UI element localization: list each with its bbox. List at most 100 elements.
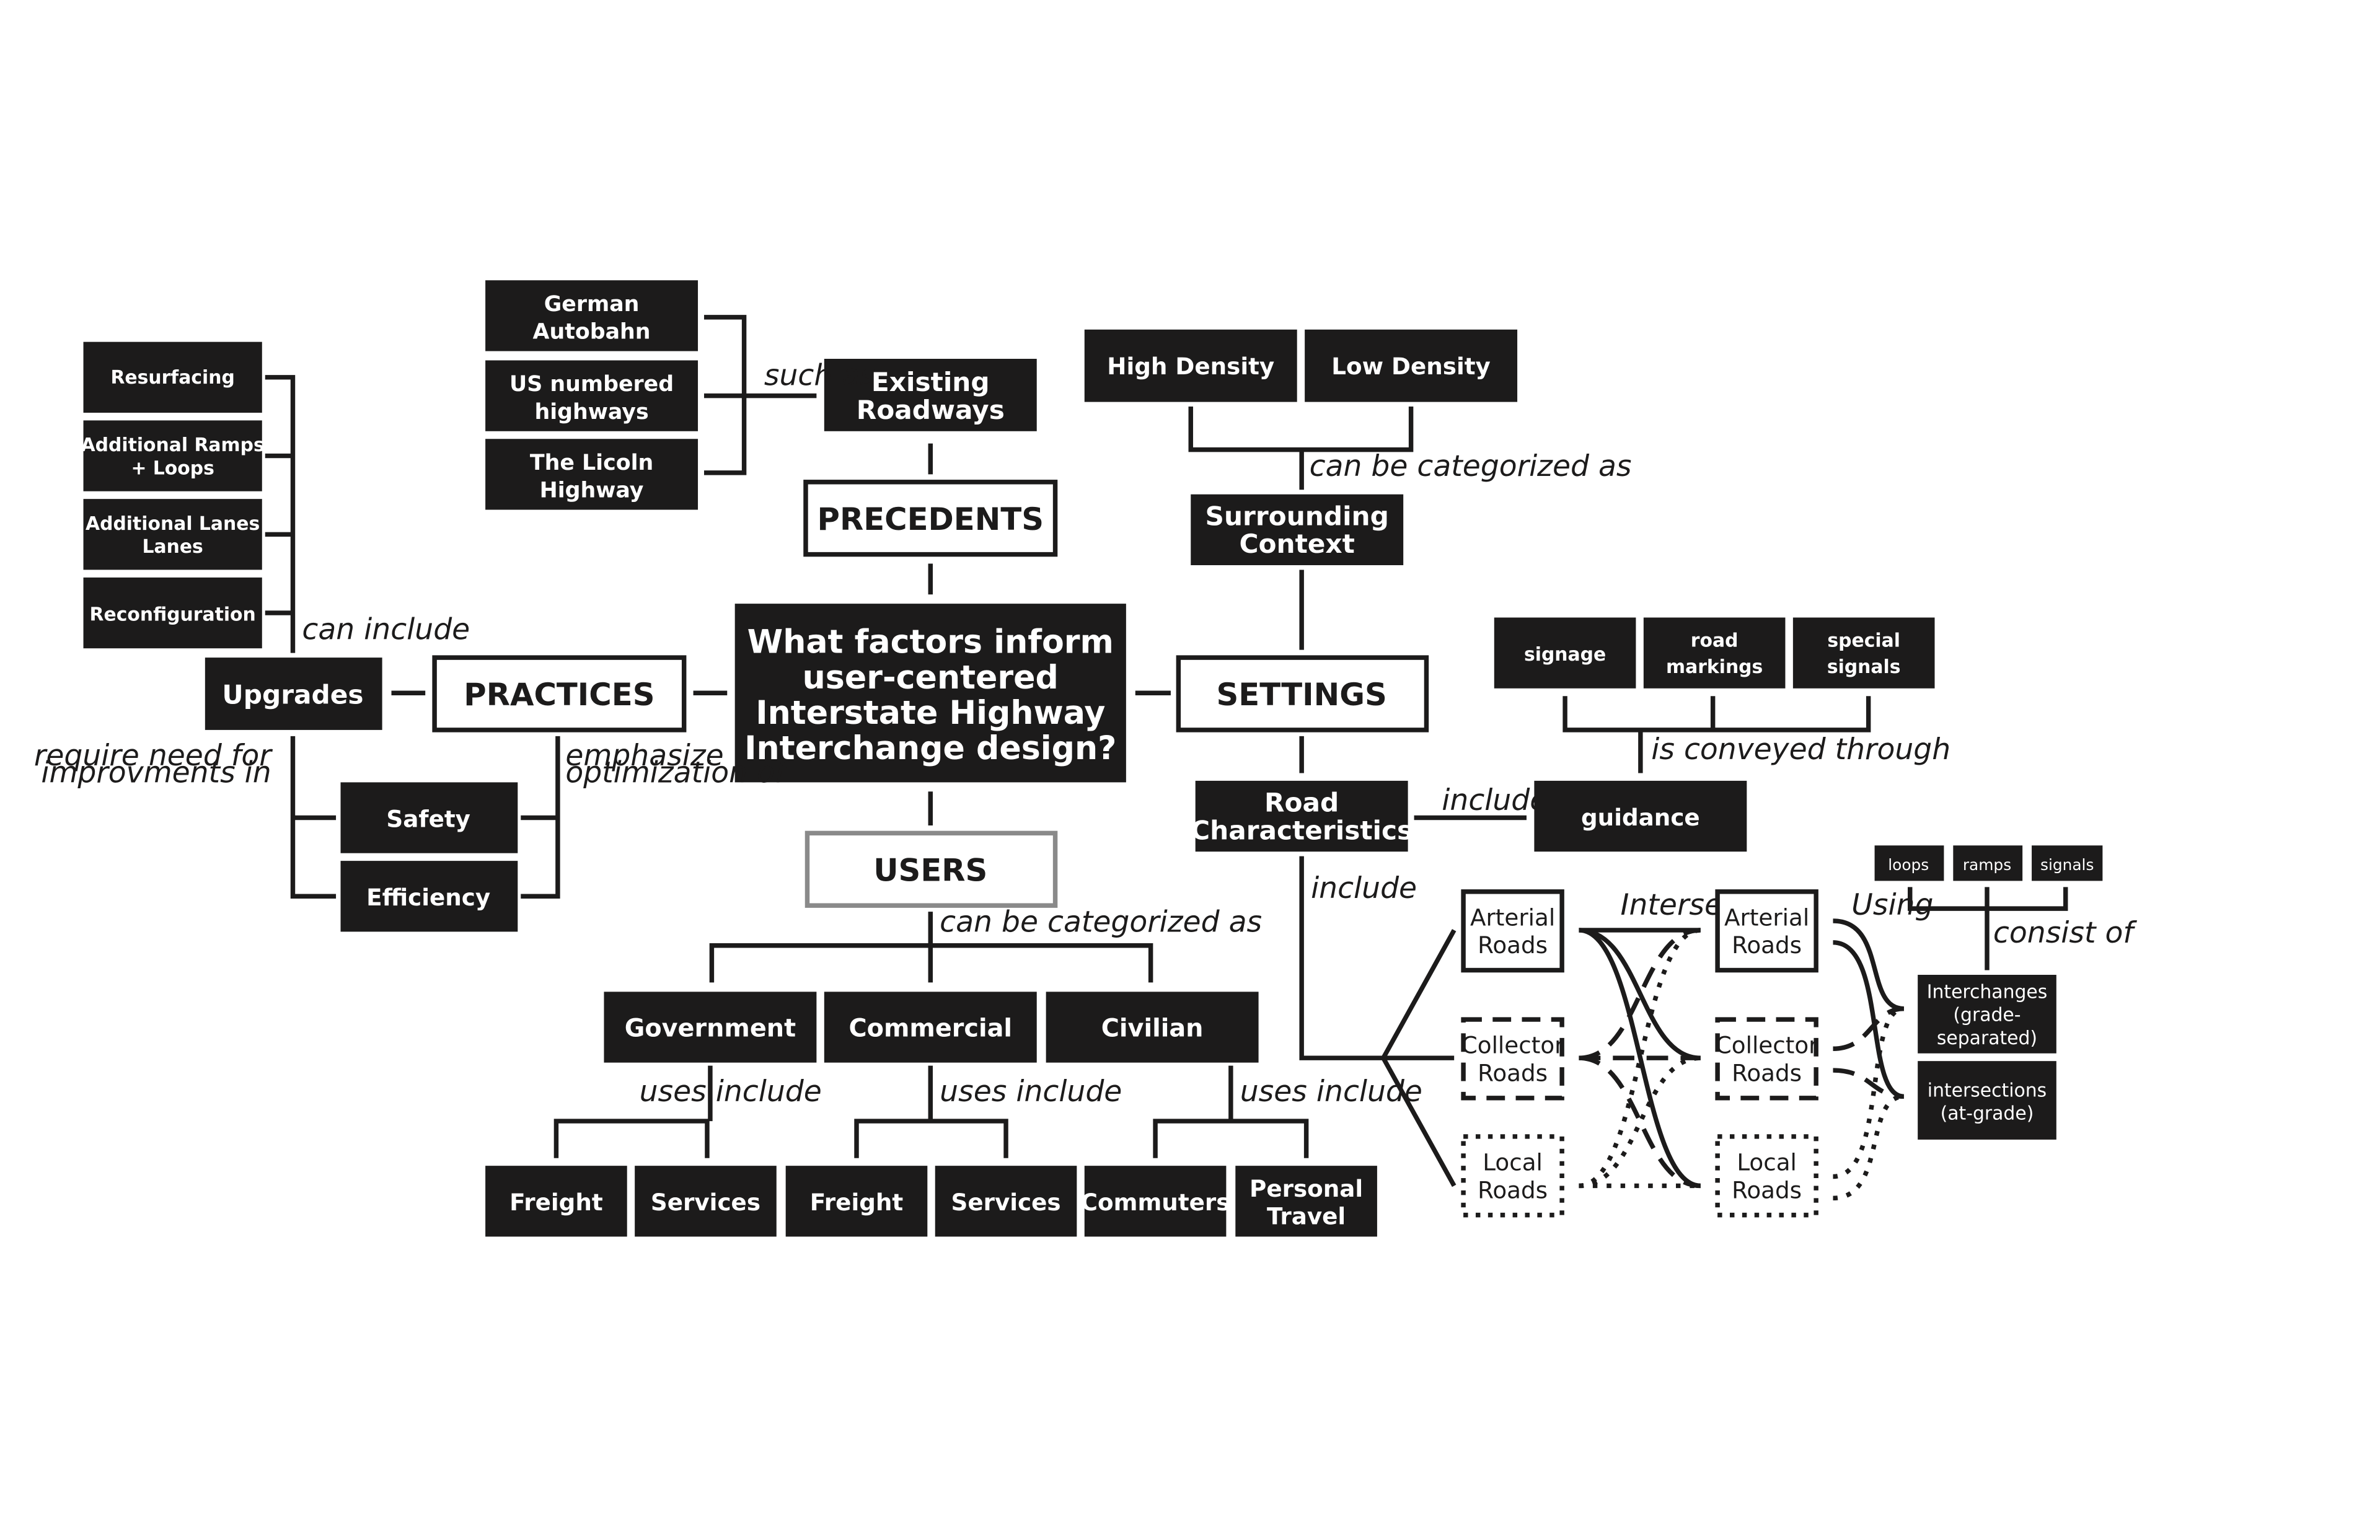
com-services-label: Services (951, 1189, 1060, 1216)
precedent-example-lincoln: The Licoln Highway (485, 439, 699, 510)
gov-freight-label: Freight (509, 1189, 603, 1216)
us-highways-line-2: highways (534, 400, 648, 425)
road-characteristics-line-2: Characteristics (1191, 815, 1413, 845)
ramps-loops-line-2: + Loops (131, 457, 214, 479)
road-markings-line-1: road (1691, 630, 1739, 652)
precedent-example-us-highways: US numbered highways (485, 360, 699, 431)
interchanges-line-1: Interchanges (1927, 981, 2048, 1003)
interchanges-line-3: separated) (1937, 1027, 2037, 1049)
collector-left-line-1: Collector (1461, 1032, 1564, 1059)
commercial-uses-include-label: uses include (940, 1075, 1122, 1109)
collector-right-line-1: Collector (1716, 1032, 1818, 1059)
use-civilian-commuters: Commuters (1081, 1166, 1230, 1237)
local-left-line-1: Local (1483, 1149, 1543, 1176)
loops-label: loops (1888, 856, 1929, 874)
upgrades-node: Upgrades (205, 658, 382, 730)
lincoln-line-1: The Licoln (530, 451, 653, 475)
such-as-label: such as (764, 358, 875, 392)
existing-roadways-line-2: Roadways (857, 395, 1005, 425)
surrounding-context-line-1: Surrounding (1205, 501, 1389, 531)
goal-safety: Safety (340, 782, 518, 853)
consist-of-label: consist of (1993, 916, 2137, 950)
interchanges-node: Interchanges (grade- separated) (1918, 975, 2056, 1054)
central-question-line-4: Interchange design? (744, 730, 1116, 767)
central-question-line-2: user-centered (803, 659, 1059, 697)
ramps-loops-line-1: Additional Ramps (81, 434, 265, 456)
intersections-node: intersections (at-grade) (1918, 1061, 2056, 1140)
road-collector-left: Collector Roads (1461, 1017, 1564, 1101)
upgrade-additional-lanes: Additional Lanes Lanes (83, 499, 262, 570)
user-group-government: Government (604, 992, 817, 1063)
practices-title: PRACTICES (464, 677, 654, 713)
safety-label: Safety (386, 805, 470, 832)
existing-roadways-node: Existing Roadways (824, 359, 1037, 431)
use-commercial-freight: Freight (785, 1166, 928, 1237)
collector-left-line-2: Roads (1478, 1059, 1548, 1086)
can-include-label: can include (302, 612, 470, 646)
emphasize-label-line-2: optimization of (565, 755, 789, 790)
us-highways-line-1: US numbered (509, 372, 674, 397)
component-ramps: ramps (1953, 845, 2023, 881)
high-density-node: High Density (1084, 329, 1297, 402)
com-freight-label: Freight (810, 1189, 904, 1216)
users-node: USERS (804, 830, 1058, 908)
upgrades-title: Upgrades (222, 680, 363, 710)
guidance-node: guidance (1534, 780, 1747, 852)
commercial-label: Commercial (849, 1014, 1013, 1042)
use-government-freight: Freight (485, 1166, 627, 1237)
signals-label: signals (2040, 856, 2094, 874)
road-collector-right: Collector Roads (1715, 1017, 1818, 1101)
require-need-label-line-2: improvments in (41, 755, 271, 790)
use-civilian-personal-travel: Personal Travel (1235, 1166, 1377, 1237)
reconfiguration-label: Reconfiguration (90, 604, 256, 625)
guidance-special-signals: special signals (1792, 617, 1935, 689)
upgrade-ramps-loops: Additional Ramps + Loops (81, 420, 265, 491)
intersections-line-1: intersections (1928, 1080, 2047, 1101)
collector-right-line-2: Roads (1732, 1059, 1802, 1086)
gov-services-label: Services (651, 1189, 760, 1216)
ramps-label: ramps (1963, 856, 2011, 874)
settings-node: SETTINGS (1176, 655, 1429, 733)
special-signals-line-1: special (1827, 630, 1900, 652)
arterial-right-line-1: Arterial (1724, 904, 1809, 931)
road-local-right: Local Roads (1715, 1134, 1818, 1218)
low-density-label: Low Density (1331, 353, 1491, 380)
road-arterial-right: Arterial Roads (1715, 889, 1818, 973)
commuters-label: Commuters (1081, 1189, 1230, 1216)
component-signals: signals (2032, 845, 2103, 881)
interchanges-line-2: (grade- (1953, 1005, 2021, 1026)
civilian-label: Civilian (1101, 1014, 1204, 1042)
low-density-node: Low Density (1305, 329, 1518, 402)
central-question-line-1: What factors inform (747, 624, 1114, 661)
government-uses-include-label: uses include (640, 1075, 822, 1109)
personal-travel-line-1: Personal (1250, 1175, 1363, 1202)
road-characteristics-node: Road Characteristics (1191, 780, 1413, 852)
user-group-commercial: Commercial (824, 992, 1037, 1063)
guidance-signage: signage (1494, 617, 1636, 689)
guidance-label: guidance (1581, 804, 1700, 831)
settings-categorized-label: can be categorized as (1310, 449, 1632, 483)
resurfacing-label: Resurfacing (110, 367, 234, 389)
local-right-line-2: Roads (1732, 1176, 1802, 1203)
include-guidance-label: include (1442, 783, 1548, 817)
settings-title: SETTINGS (1217, 677, 1387, 713)
goal-efficiency: Efficiency (340, 861, 518, 932)
autobahn-line-2: Autobahn (533, 320, 651, 345)
intersections-line-2: (at-grade) (1941, 1103, 2034, 1125)
central-question-line-3: Interstate Highway (756, 695, 1105, 732)
precedents-node: PRECEDENTS (803, 480, 1058, 557)
upgrade-reconfiguration: Reconfiguration (83, 577, 262, 649)
use-commercial-services: Services (935, 1166, 1077, 1237)
lincoln-line-2: Highway (540, 478, 644, 503)
signage-label: signage (1524, 644, 1606, 666)
special-signals-line-2: signals (1827, 656, 1901, 678)
road-arterial-left: Arterial Roads (1461, 889, 1564, 973)
additional-lanes-line-1: Additional Lanes (86, 513, 260, 535)
local-left-line-2: Roads (1478, 1176, 1548, 1203)
arterial-right-line-2: Roads (1732, 931, 1802, 959)
user-group-civilian: Civilian (1046, 992, 1259, 1063)
guidance-road-markings: road markings (1643, 617, 1786, 689)
additional-lanes-line-2: Lanes (143, 536, 203, 558)
require-need-label-line-1: require need for (34, 739, 273, 773)
upgrade-resurfacing: Resurfacing (83, 341, 262, 413)
